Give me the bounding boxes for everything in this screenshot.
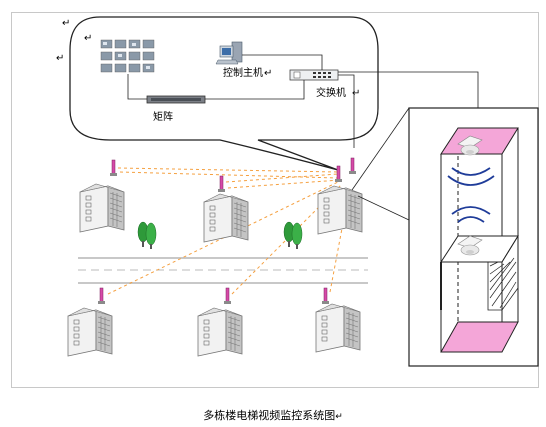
wireless-links (107, 167, 351, 295)
paragraph-mark: ↵ (264, 68, 272, 79)
control-host-label: 控制主机 (223, 66, 263, 79)
computer-icon (215, 41, 243, 65)
caption-text: 多栋楼电梯视频监控系统图 (203, 409, 336, 422)
building-icon (79, 183, 125, 233)
zoom-callout-lines (351, 107, 410, 221)
antenna-icon (321, 287, 330, 305)
building-icon (67, 307, 113, 357)
svg-text:↵: ↵ (56, 53, 64, 64)
building-icon (203, 193, 249, 243)
road (78, 257, 368, 284)
building-icon (197, 307, 243, 357)
building-icon (315, 303, 361, 353)
svg-text:↵: ↵ (62, 18, 70, 29)
diagram-caption: 多栋楼电梯视频监控系统图↵ (0, 407, 546, 423)
paragraph-mark: ↵ (352, 88, 360, 99)
matrix-label: 矩阵 (153, 110, 173, 123)
antenna-icon (97, 287, 106, 305)
tree-icon (283, 221, 303, 250)
building-icon (317, 185, 363, 235)
wireless-wave-icon (447, 167, 495, 223)
paragraph-mark: ↵ (335, 412, 343, 422)
tree-icon (137, 221, 157, 250)
antenna-icon (348, 157, 357, 175)
switch-port-icon (293, 71, 301, 79)
antenna-icon (109, 159, 118, 177)
monitor-wall-icon (100, 39, 155, 73)
switch-label: 交换机 (316, 86, 346, 99)
svg-text:↵: ↵ (84, 33, 92, 44)
antenna-icon (223, 287, 232, 305)
antenna-icon (217, 175, 226, 193)
